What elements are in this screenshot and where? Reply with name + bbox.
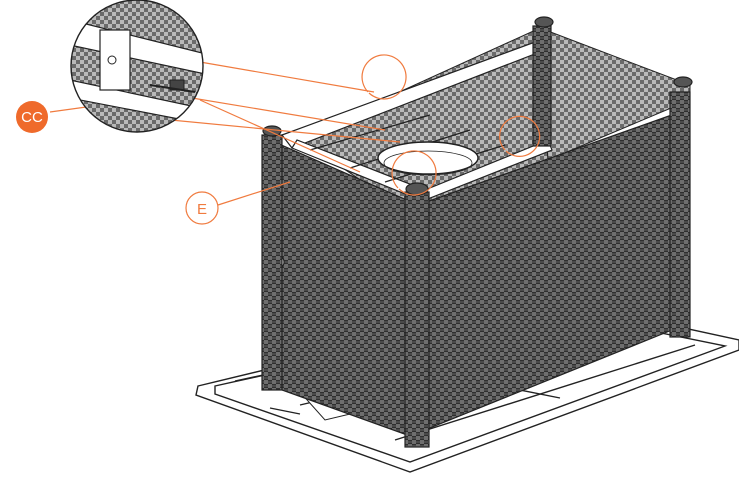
highlight-circle-top [361, 54, 407, 100]
round-opening [377, 141, 479, 175]
detail-magnifier [70, 0, 204, 133]
corner-posts [261, 16, 693, 448]
highlight-circle-front [391, 150, 437, 196]
callout-e: E [185, 191, 219, 225]
callout-e-label: E [197, 201, 207, 218]
callout-cc: CC [16, 101, 48, 133]
callout-cc-label: CC [21, 109, 43, 126]
highlight-circle-right [499, 115, 541, 157]
